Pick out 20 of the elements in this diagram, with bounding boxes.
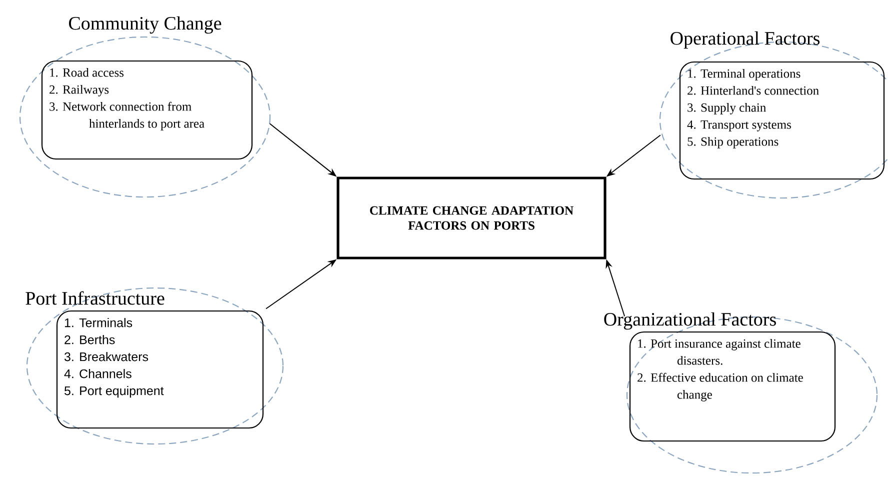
list-item: 1. Terminals bbox=[64, 318, 132, 328]
heading: Community Change bbox=[69, 16, 222, 34]
list-item: 5. Ship operations bbox=[688, 137, 778, 148]
list-item: 2. Hinterland's connection bbox=[688, 86, 819, 95]
list-item: 3. Breakwaters bbox=[64, 352, 148, 362]
list-item: 1. Road access bbox=[50, 68, 124, 77]
list-item: 2. Railways bbox=[50, 85, 109, 96]
title-box: CLIMATE CHANGE ADAPTATION FACTORS ON PORTS bbox=[336, 176, 606, 260]
heading: Organizational Factors bbox=[604, 312, 776, 330]
list-item: 5. Port equipment bbox=[64, 386, 164, 398]
list-item: 3. Network connection from hinterlands to port area bbox=[50, 102, 204, 130]
list-item: 1. Port insurance against climate disasters. bbox=[638, 339, 800, 365]
list-item: 2. Effective education on climate change bbox=[638, 372, 803, 402]
list-item: 4. Transport systems bbox=[687, 120, 791, 132]
list-item: 1. Terminal operations bbox=[688, 69, 800, 80]
heading: Operational Factors bbox=[670, 31, 820, 49]
list-item: 2. Berths bbox=[64, 335, 115, 344]
list-item: 3. Supply chain bbox=[688, 103, 766, 114]
list-item: 4. Channels bbox=[64, 369, 132, 378]
heading: Port Infrastructure bbox=[26, 291, 164, 305]
